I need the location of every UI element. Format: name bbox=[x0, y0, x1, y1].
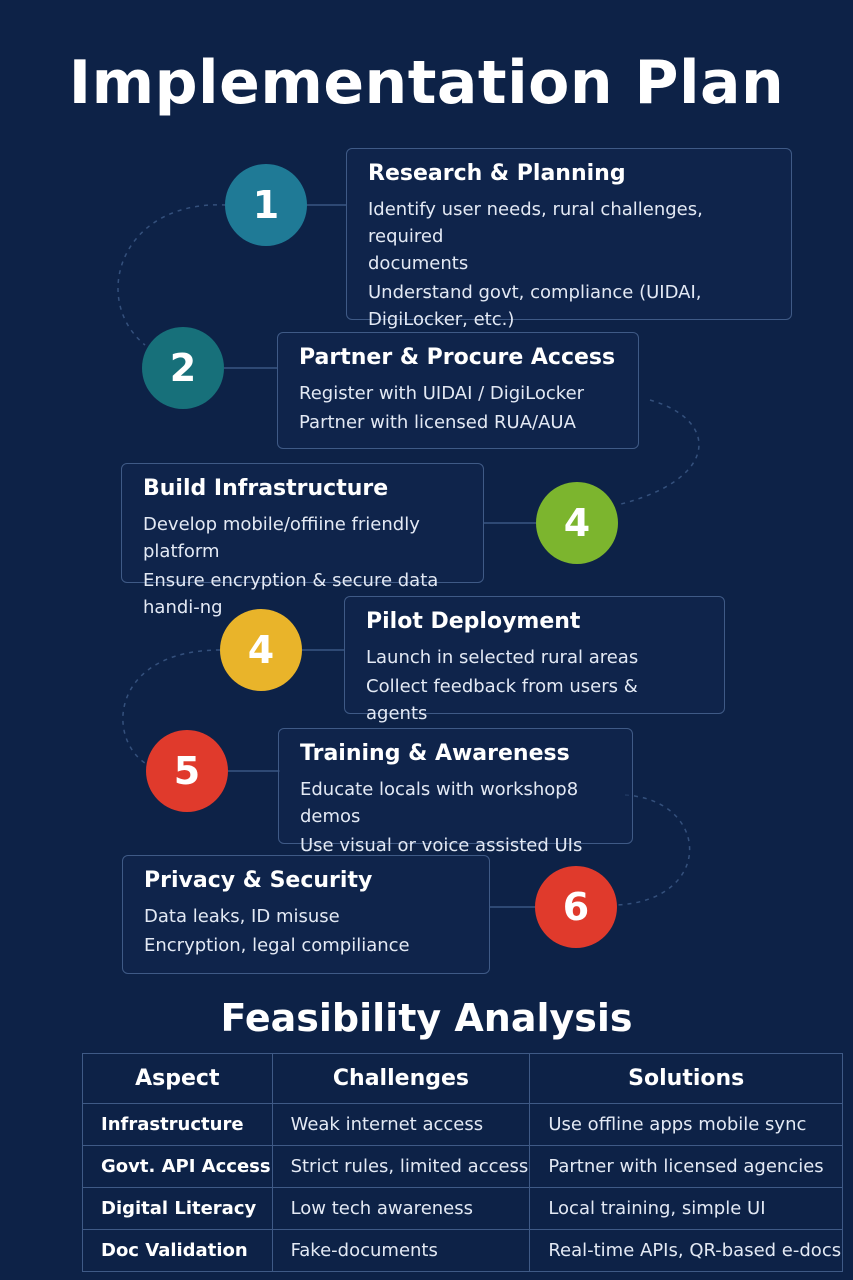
step-card-pilot-deployment: Pilot Deployment Launch in selected rura… bbox=[344, 596, 725, 724]
solution-cell: Use offline apps mobile sync bbox=[529, 1103, 844, 1146]
challenge-cell: Low tech awareness bbox=[271, 1187, 531, 1230]
feasibility-table: Aspect Challenges Solutions Infrastructu… bbox=[82, 1053, 844, 1272]
challenge-cell: Weak internet access bbox=[271, 1103, 531, 1146]
step-title: Build Infrastructure bbox=[143, 476, 389, 501]
step-number-badge: 4 bbox=[220, 609, 302, 691]
challenge-cell: Strict rules, limited access bbox=[271, 1145, 531, 1188]
step-detail: Use visual or voice assisted UIs bbox=[300, 835, 583, 856]
step-card-research-planning: Research & Planning Identify user needs,… bbox=[346, 148, 792, 330]
aspect-cell: Digital Literacy bbox=[82, 1187, 273, 1230]
step-detail: documents bbox=[368, 253, 469, 274]
solution-cell: Local training, simple UI bbox=[529, 1187, 844, 1230]
table-row: Govt. API Access Strict rules, limited a… bbox=[82, 1145, 844, 1188]
step-number-badge: 1 bbox=[225, 164, 307, 246]
step-detail: Data leaks, ID misuse bbox=[144, 906, 340, 927]
step-card-build-infrastructure: Build Infrastructure Develop mobile/offi… bbox=[121, 463, 484, 618]
column-header-solutions: Solutions bbox=[529, 1053, 844, 1104]
step-number-badge: 6 bbox=[535, 866, 617, 948]
step-title: Training & Awareness bbox=[300, 741, 570, 766]
step-number-badge: 5 bbox=[146, 730, 228, 812]
step-detail: Develop mobile/offiine friendly platform bbox=[143, 514, 420, 562]
step-detail: Register with UIDAI / DigiLocker bbox=[299, 383, 585, 404]
table-header-row: Aspect Challenges Solutions bbox=[82, 1053, 844, 1104]
step-detail: Understand govt, compliance (UIDAI, bbox=[368, 282, 702, 303]
step-number-badge: 4 bbox=[536, 482, 618, 564]
step-card-privacy-security: Privacy & Security Data leaks, ID misuse… bbox=[122, 855, 490, 974]
feasibility-title: Feasibility Analysis bbox=[220, 996, 633, 1040]
step-title: Privacy & Security bbox=[144, 868, 373, 893]
step-number-badge: 2 bbox=[142, 327, 224, 409]
column-header-challenges: Challenges bbox=[271, 1053, 531, 1104]
challenge-cell: Fake-documents bbox=[271, 1229, 531, 1272]
step-detail: Educate locals with workshop8 demos bbox=[300, 779, 579, 827]
aspect-cell: Govt. API Access bbox=[82, 1145, 273, 1188]
step-detail: Collect feedback from users & agents bbox=[366, 676, 638, 724]
solution-cell: Real-time APIs, QR-based e-docs bbox=[529, 1229, 844, 1272]
step-detail: Encryption, legal compiliance bbox=[144, 935, 410, 956]
table-row: Digital Literacy Low tech awareness Loca… bbox=[82, 1187, 844, 1230]
page-title: Implementation Plan bbox=[68, 48, 785, 118]
aspect-cell: Doc Validation bbox=[82, 1229, 273, 1272]
step-title: Pilot Deployment bbox=[366, 609, 581, 634]
step-card-partner-procure: Partner & Procure Access Register with U… bbox=[277, 332, 639, 449]
step-detail: DigiLocker, etc.) bbox=[368, 309, 515, 330]
step-detail: Launch in selected rural areas bbox=[366, 647, 639, 668]
column-header-aspect: Aspect bbox=[82, 1053, 273, 1104]
step-detail: Identify user needs, rural challenges, r… bbox=[368, 199, 703, 247]
table-row: Infrastructure Weak internet access Use … bbox=[82, 1103, 844, 1146]
solution-cell: Partner with licensed agencies bbox=[529, 1145, 844, 1188]
step-title: Partner & Procure Access bbox=[299, 345, 616, 370]
aspect-cell: Infrastructure bbox=[82, 1103, 273, 1146]
step-card-training-awareness: Training & Awareness Educate locals with… bbox=[278, 728, 633, 856]
step-detail: Partner with licensed RUA/AUA bbox=[299, 412, 576, 433]
table-row: Doc Validation Fake-documents Real-time … bbox=[82, 1229, 844, 1272]
step-detail: Ensure encryption & secure data handi-ng bbox=[143, 570, 439, 618]
step-title: Research & Planning bbox=[368, 161, 626, 186]
